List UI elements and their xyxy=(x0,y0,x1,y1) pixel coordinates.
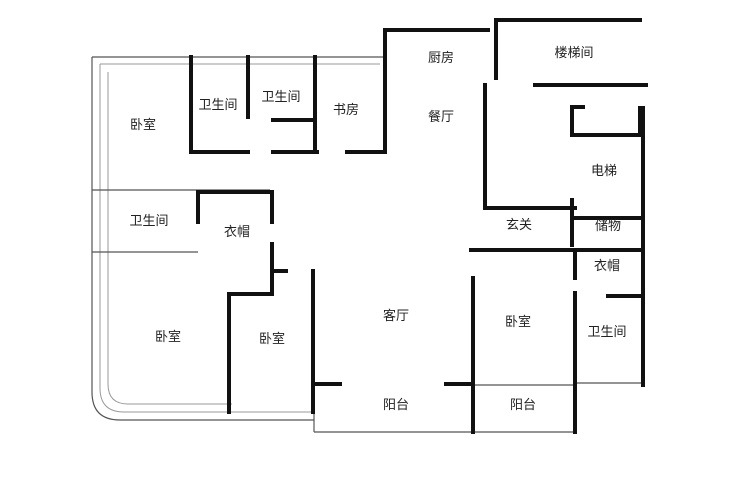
room-label-bedroom-se: 卧室 xyxy=(505,314,531,330)
outer-outline xyxy=(91,56,643,433)
room-label-balcony-1: 阳台 xyxy=(383,398,409,413)
room-label-foyer: 玄关 xyxy=(506,218,532,233)
room-label-bedroom-s: 卧室 xyxy=(259,331,285,347)
room-label-dining: 餐厅 xyxy=(428,109,454,125)
room-label-living: 客厅 xyxy=(383,308,409,324)
room-label-bedroom-sw: 卧室 xyxy=(155,329,181,345)
walls xyxy=(189,18,648,434)
room-label-balcony-2: 阳台 xyxy=(510,398,536,413)
room-label-storage: 储物 xyxy=(595,219,621,234)
room-label-stairwell: 楼梯间 xyxy=(554,46,593,61)
room-label-kitchen: 厨房 xyxy=(428,50,454,66)
room-label-wardrobe-w: 衣帽 xyxy=(224,224,250,240)
room-label-study: 书房 xyxy=(333,102,359,118)
room-label-bedroom-nw: 卧室 xyxy=(130,117,156,133)
room-label-bathroom-1: 卫生间 xyxy=(198,98,237,113)
room-label-wardrobe-e: 衣帽 xyxy=(594,258,620,274)
room-label-bathroom-e: 卫生间 xyxy=(587,325,626,340)
room-label-bathroom-2: 卫生间 xyxy=(261,90,300,105)
room-label-elevator: 电梯 xyxy=(591,164,617,179)
room-labels: 厨房 楼梯间 卧室 卫生间 卫生间 书房 餐厅 电梯 卫生间 衣帽 玄关 储物 … xyxy=(129,46,626,413)
room-label-bathroom-w: 卫生间 xyxy=(129,214,168,229)
